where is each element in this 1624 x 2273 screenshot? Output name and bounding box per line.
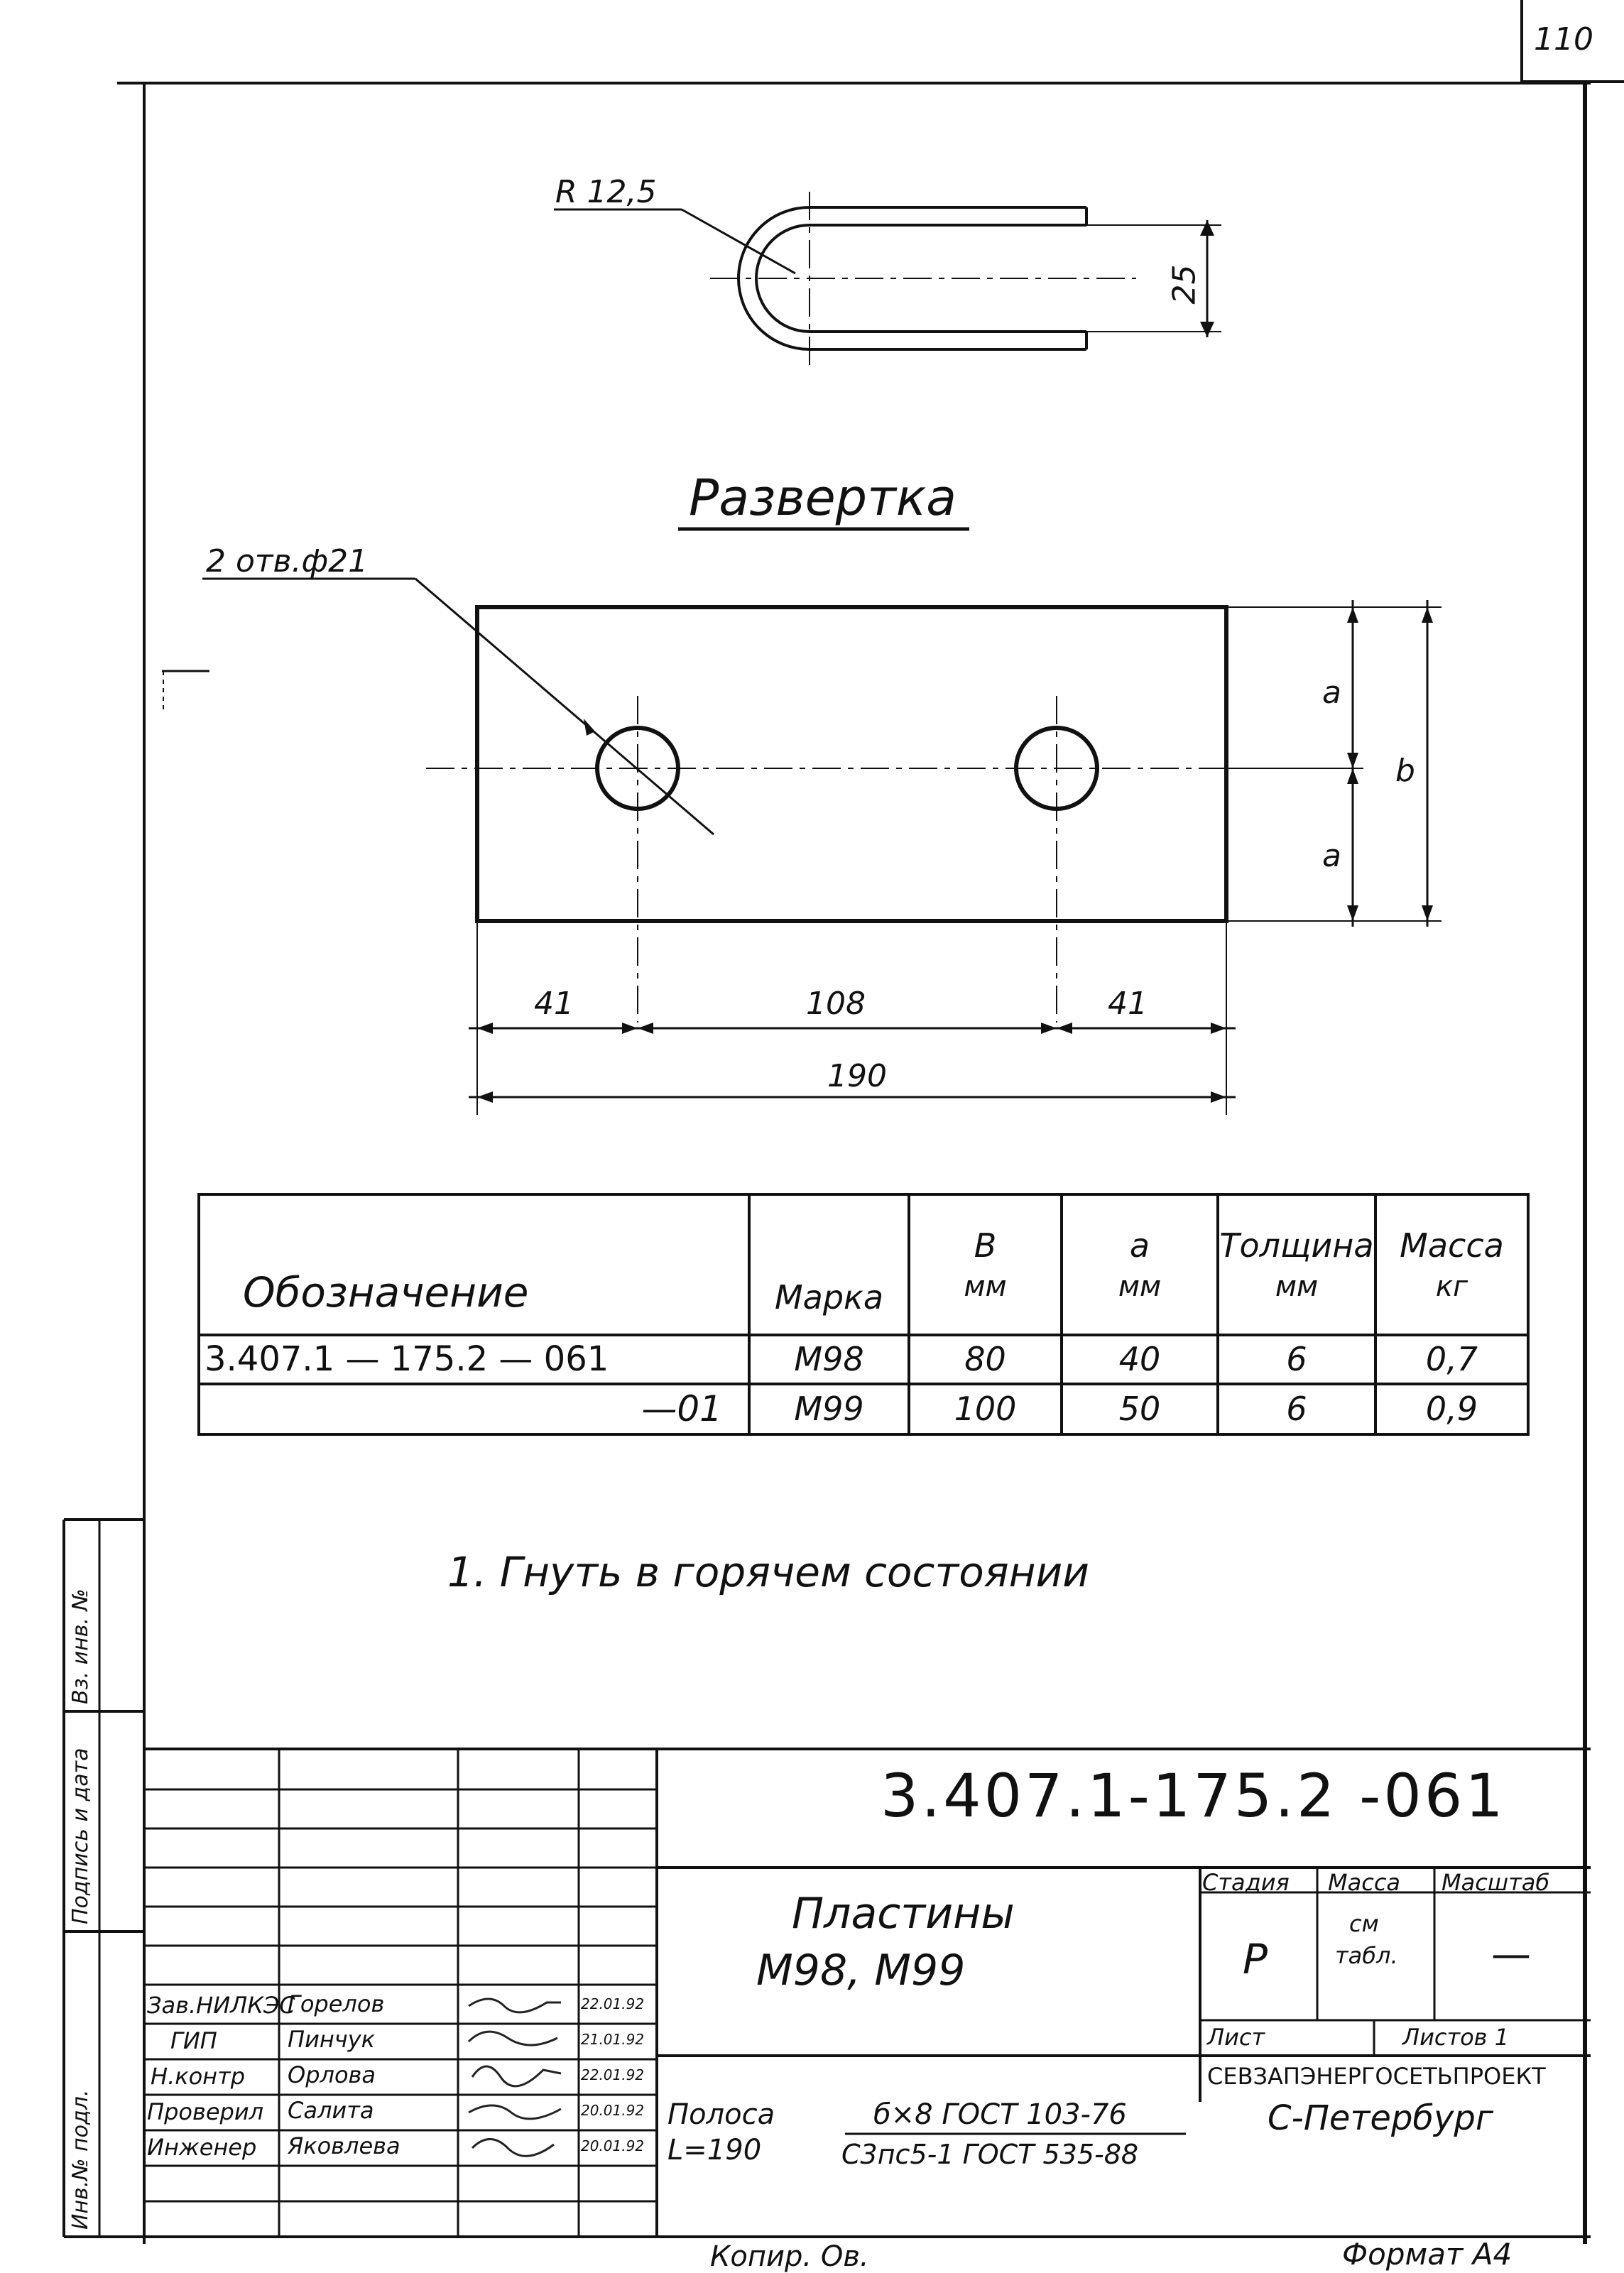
holes-callout: 2 отв.ф21	[206, 543, 369, 579]
organization-name: СЕВЗАПЭНЕРГОСЕТЬПРОЕКТ	[1207, 2063, 1546, 2090]
side-sign-date: Подпись и дата	[68, 1748, 93, 1925]
row-thickness: 6	[1216, 1382, 1377, 1437]
organization-city: С-Петербург	[1268, 2098, 1494, 2138]
dim-right: 41	[1108, 986, 1148, 1022]
side-inv-dup: Вз. инв. №	[68, 1588, 93, 1704]
mass-label: Масса	[1328, 1869, 1401, 1896]
name-1: Горелов	[288, 1990, 385, 2017]
row-mass: 0,9	[1374, 1382, 1530, 1437]
row-designation: 3.407.1 — 175.2 — 061	[197, 1334, 751, 1385]
copied-by: Копир. Ов.	[710, 2240, 869, 2273]
row-b: 80	[908, 1334, 1063, 1385]
role-4: Проверил	[147, 2098, 264, 2125]
mass-value-1: см	[1349, 1910, 1379, 1937]
sheets-label: Листов 1	[1402, 2024, 1510, 2051]
name-4: Салита	[288, 2097, 374, 2124]
material-left-1: Полоса	[667, 2098, 775, 2131]
name-3: Орлова	[288, 2061, 376, 2088]
material-left-2: L=190	[667, 2134, 762, 2166]
row-a: 40	[1060, 1334, 1219, 1385]
row-a: 50	[1060, 1382, 1219, 1437]
development-title: Развертка	[689, 469, 957, 527]
date-2: 21.01.92	[581, 2031, 645, 2048]
dim-middle: 108	[806, 986, 866, 1022]
scale-label: Масштаб	[1442, 1869, 1550, 1896]
role-5: Инженер	[147, 2134, 257, 2161]
row-mark: М99	[748, 1382, 910, 1437]
date-1: 22.01.92	[581, 1995, 645, 2012]
product-marks: М98, М99	[756, 1946, 966, 1995]
document-code: 3.407.1-175.2 -061	[881, 1761, 1506, 1831]
dim-a-top: a	[1322, 675, 1341, 711]
material-standard-bottom: С3пс5-1 ГОСТ 535-88	[841, 2139, 1139, 2170]
signature-5	[471, 2138, 555, 2157]
date-3: 22.01.92	[581, 2066, 645, 2083]
signature-2	[467, 2030, 558, 2046]
mass-value-2: табл.	[1335, 1942, 1398, 1969]
sheet-label: Лист	[1207, 2024, 1265, 2051]
signature-3	[471, 2065, 562, 2088]
product-name: Пластины	[792, 1889, 1015, 1939]
row-designation: —01	[197, 1382, 751, 1437]
row-b: 100	[908, 1382, 1063, 1437]
row-thickness: 6	[1216, 1334, 1377, 1385]
table-row: 3.407.1 — 175.2 — 061 М98 80 40 6 0,7	[197, 1334, 1530, 1385]
date-4: 20.01.92	[581, 2102, 645, 2119]
scale-value: —	[1491, 1931, 1531, 1978]
role-1: Зав.НИЛКЭС	[147, 1992, 295, 2019]
header-mark: Марка	[748, 1193, 910, 1336]
sheet-number: 110	[1534, 21, 1593, 58]
role-2: ГИП	[170, 2027, 217, 2054]
material-standard-top: б×8 ГОСТ 103-76	[873, 2098, 1127, 2131]
note-text: 1. Гнуть в горячем состоянии	[447, 1548, 1089, 1596]
bend-radius-label: R 12,5	[555, 174, 657, 210]
dim-left: 41	[534, 986, 574, 1022]
name-2: Пинчук	[288, 2026, 375, 2053]
row-mass: 0,7	[1374, 1334, 1530, 1385]
header-designation: Обозначение	[197, 1193, 751, 1336]
signature-4	[468, 2104, 562, 2120]
name-5: Яковлева	[288, 2132, 400, 2159]
table-row: —01 М99 100 50 6 0,9	[197, 1382, 1530, 1437]
row-mark: М98	[748, 1334, 910, 1385]
stage-label: Стадия	[1202, 1869, 1290, 1896]
side-inv-original: Инв.№ подл.	[68, 2089, 93, 2230]
dim-total: 190	[827, 1058, 887, 1094]
dim-b: b	[1395, 753, 1415, 789]
signature-1	[468, 1997, 561, 2014]
stage-value: Р	[1243, 1935, 1268, 1983]
role-3: Н.контр	[151, 2063, 246, 2090]
dim-a-bottom: a	[1322, 838, 1341, 874]
paper-format: Формат А4	[1342, 2237, 1513, 2272]
date-5: 20.01.92	[581, 2137, 645, 2154]
